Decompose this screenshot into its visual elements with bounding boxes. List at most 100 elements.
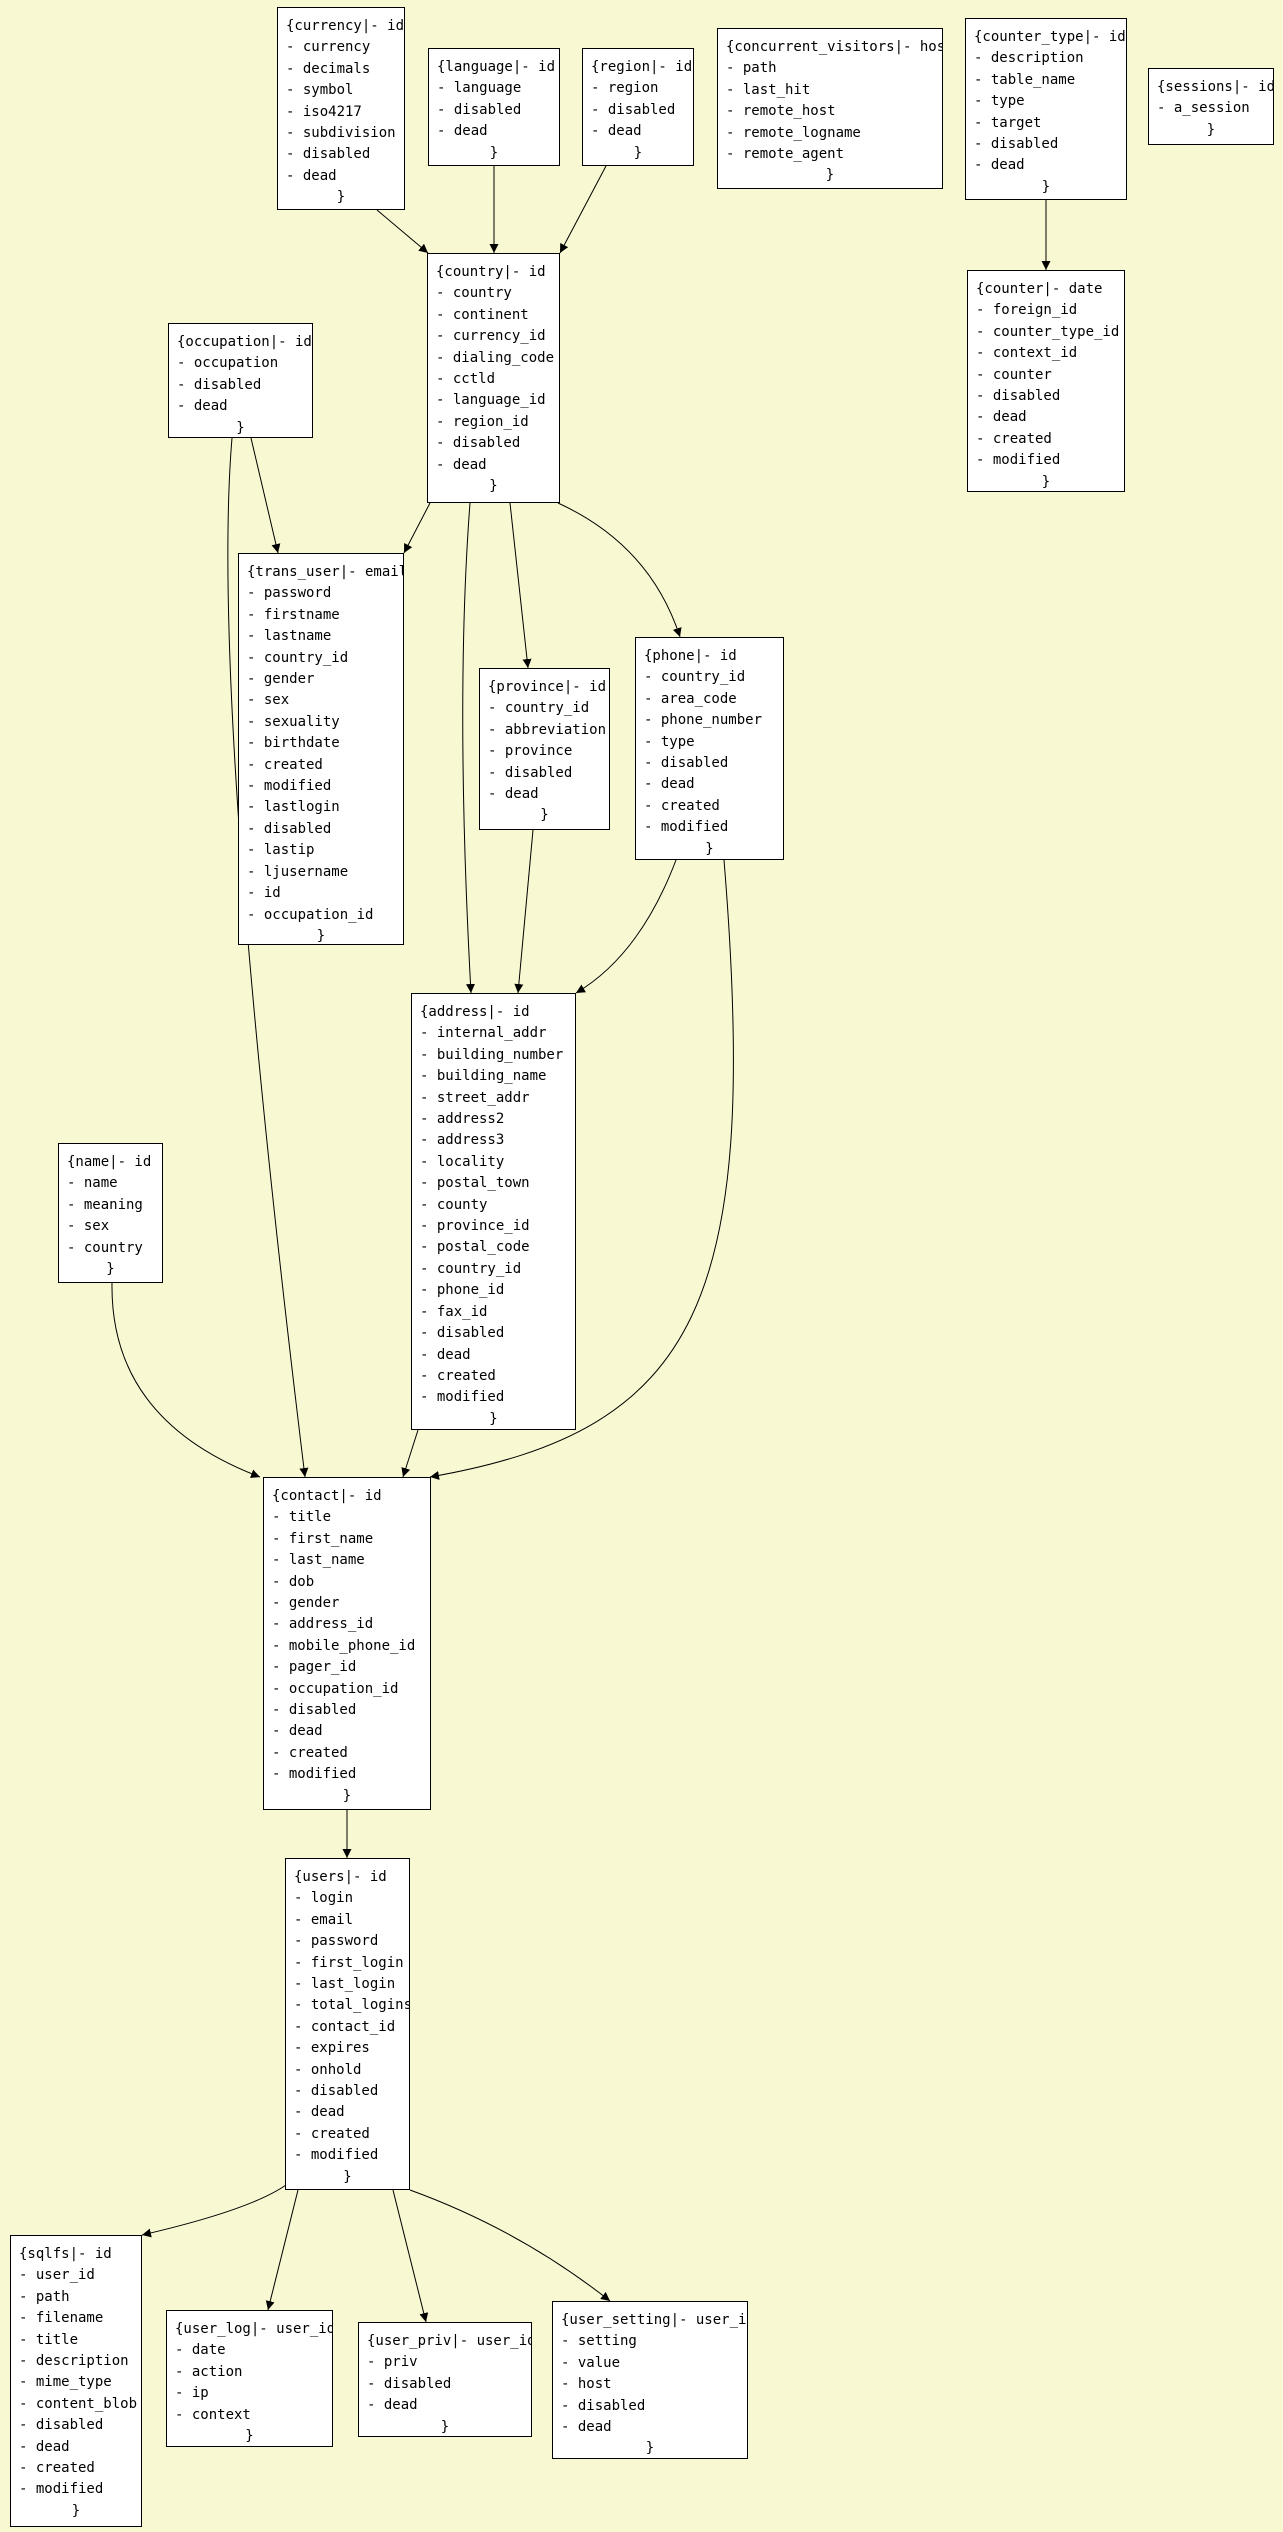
table-field: - content_blob: [19, 2395, 138, 2412]
table-field: - dead: [367, 2397, 418, 2414]
table-field: - building_number: [420, 1046, 564, 1063]
table-field: - modified: [19, 2481, 104, 2498]
table-field: - dead: [177, 398, 228, 415]
table-field: - cctld: [436, 371, 496, 388]
table-field: - type: [974, 93, 1025, 110]
table-field: - building_name: [420, 1068, 547, 1085]
edge-country-to-address: [462, 502, 476, 994]
table-close-brace: }: [705, 840, 714, 857]
table-close-brace: }: [489, 1410, 498, 1427]
table-field: - iso4217: [286, 103, 362, 120]
table-field: - disabled: [974, 136, 1059, 153]
table-field: - counter: [976, 366, 1052, 383]
table-field: - disabled: [367, 2375, 452, 2392]
table-field: - disabled: [488, 764, 573, 781]
table-close-brace: }: [106, 1261, 115, 1278]
table-field: - province_id: [420, 1218, 530, 1235]
table-field: - internal_addr: [420, 1025, 547, 1042]
table-field: - dead: [19, 2438, 70, 2455]
edge-country-to-phone: [557, 502, 682, 638]
table-field: - dead: [436, 456, 487, 473]
table-title: {address|- id: [420, 1004, 530, 1020]
table-field: - lastip: [247, 842, 315, 859]
table-sessions: {sessions|- id- a_session}: [1148, 68, 1274, 145]
table-field: - dead: [644, 776, 695, 793]
edge-region-to-country: [559, 165, 607, 254]
table-field: - title: [19, 2331, 79, 2348]
table-field: - gender: [272, 1595, 340, 1612]
table-field: - remote_logname: [726, 124, 861, 141]
table-users: {users|- id- login- email- password- fir…: [285, 1858, 410, 2190]
table-field: - mime_type: [19, 2374, 112, 2391]
table-field: - firstname: [247, 606, 340, 623]
table-title: {phone|- id: [644, 648, 737, 664]
table-title: {sqlfs|- id: [19, 2246, 112, 2262]
table-field: - created: [294, 2125, 370, 2142]
table-contact: {contact|- id- title- first_name- last_n…: [263, 1477, 431, 1810]
table-field: - dead: [272, 1723, 323, 1740]
table-user-log: {user_log|- user_id- date- action- ip- c…: [166, 2310, 333, 2447]
table-field: - modified: [976, 452, 1061, 469]
table-close-brace: }: [245, 2428, 254, 2445]
edge-users-to-user-setting: [409, 2189, 611, 2302]
table-field: - language: [437, 80, 522, 97]
table-field: - remote_host: [726, 103, 836, 120]
table-field: - disabled: [272, 1702, 357, 1719]
table-close-brace: }: [645, 2440, 655, 2457]
table-title: {counter|- date: [976, 281, 1103, 297]
table-field: - disabled: [976, 388, 1061, 405]
table-field: - dead: [420, 1346, 471, 1363]
table-user-setting: {user_setting|- user_id- setting- value-…: [552, 2301, 748, 2459]
table-field: - sexuality: [247, 713, 340, 730]
table-close-brace: }: [342, 1787, 352, 1804]
table-field: - filename: [19, 2310, 104, 2327]
table-close-brace: }: [71, 2502, 81, 2519]
table-user-priv: {user_priv|- user_id- priv- disabled- de…: [358, 2322, 532, 2437]
table-field: - occupation_id: [247, 906, 374, 923]
edge-name-to-contact: [111, 1282, 261, 1479]
table-close-brace: }: [825, 167, 835, 184]
table-field: - a_session: [1157, 100, 1250, 117]
edge-users-to-sqlfs: [141, 2184, 287, 2238]
table-counter-type: {counter_type|- id- description- table_n…: [965, 18, 1127, 200]
table-field: - disabled: [561, 2397, 646, 2414]
table-field: - dead: [294, 2104, 345, 2121]
table-field: - user_id: [19, 2267, 95, 2284]
table-title: {user_setting|- user_id: [561, 2312, 748, 2328]
table-field: - login: [294, 1890, 354, 1907]
table-field: - created: [976, 430, 1052, 447]
table-field: - continent: [436, 306, 529, 323]
table-field: - modified: [420, 1389, 505, 1406]
table-field: - description: [974, 50, 1084, 67]
table-field: - modified: [247, 778, 332, 795]
table-title: {contact|- id: [272, 1488, 382, 1504]
table-close-brace: }: [343, 2168, 352, 2185]
table-field: - abbreviation: [488, 721, 607, 738]
table-field: - contact_id: [294, 2018, 396, 2035]
table-trans-user: {trans_user|- email- password- firstname…: [238, 553, 404, 945]
table-occupation: {occupation|- id- occupation- disabled- …: [168, 323, 313, 438]
table-field: - last_login: [294, 1976, 396, 1993]
table-field: - occupation: [177, 355, 279, 372]
edge-country-to-province: [509, 502, 532, 669]
table-field: - address3: [420, 1132, 505, 1149]
table-close-brace: }: [316, 927, 326, 944]
table-concurrent-visitors: {concurrent_visitors|- host- path- last_…: [717, 28, 943, 189]
table-field: - dialing_code: [436, 349, 555, 366]
table-field: - language_id: [436, 392, 546, 409]
table-field: - description: [19, 2353, 129, 2370]
table-field: - context_id: [976, 345, 1078, 362]
table-field: - disabled: [436, 435, 521, 452]
table-field: - country_id: [488, 700, 590, 717]
table-close-brace: }: [336, 189, 346, 206]
table-field: - country: [436, 285, 512, 302]
table-title: {currency|- id: [286, 18, 405, 34]
table-field: - region: [591, 80, 659, 97]
table-field: - dead: [286, 167, 337, 184]
table-field: - value: [561, 2354, 621, 2371]
table-language: {language|- id- language- disabled- dead…: [428, 48, 560, 166]
table-field: - last_name: [272, 1552, 365, 1569]
table-field: - sex: [247, 692, 290, 709]
table-field: - counter_type_id: [976, 323, 1120, 340]
table-field: - first_name: [272, 1530, 374, 1547]
